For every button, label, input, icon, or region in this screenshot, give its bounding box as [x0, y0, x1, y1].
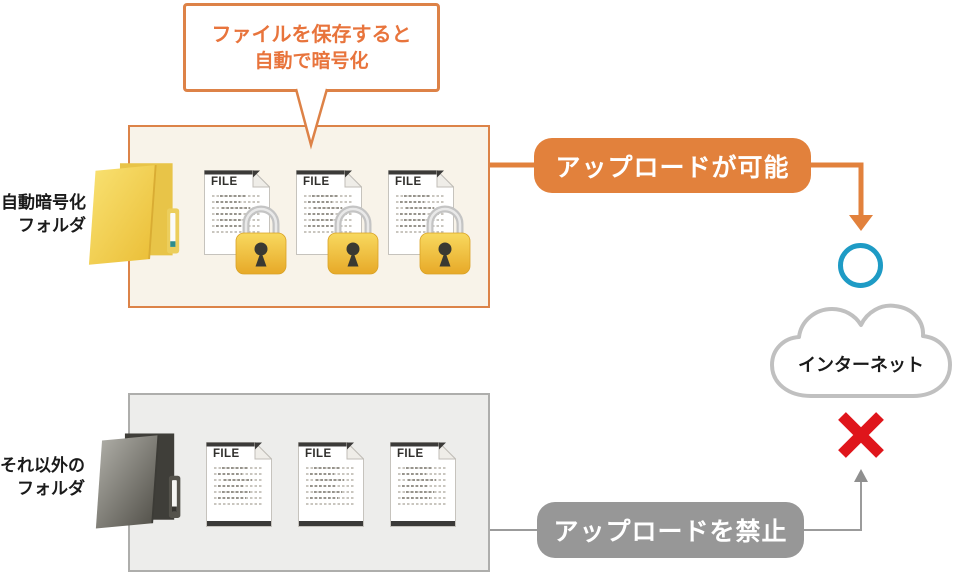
padlock-icon — [419, 197, 471, 277]
file-label: FILE — [397, 448, 424, 460]
encrypted-folder-label-line2: フォルダ — [18, 216, 86, 235]
callout-bubble: ファイルを保存すると 自動で暗号化 — [183, 3, 440, 92]
file-label: FILE — [305, 448, 332, 460]
internet-cloud: インターネット — [770, 303, 952, 398]
file-label: FILE — [395, 176, 422, 188]
locked-file-icon: FILE — [204, 170, 290, 282]
upload-blocked-label: アップロードを禁止 — [553, 518, 788, 546]
callout-line1: ファイルを保存すると — [211, 23, 412, 46]
padlock-icon — [327, 197, 379, 277]
file-label: FILE — [303, 176, 330, 188]
padlock-icon — [235, 197, 287, 277]
upload-blocked-banner: アップロードを禁止 — [537, 502, 804, 558]
plain-file-icon: FILE — [390, 442, 476, 554]
other-folder-label-line1: それ以外の — [0, 456, 85, 475]
locked-file-icon: FILE — [388, 170, 474, 282]
other-folder-label: それ以外の フォルダ — [0, 454, 85, 500]
plain-file-icon: FILE — [298, 442, 384, 554]
file-label: FILE — [211, 176, 238, 188]
callout-line2: 自動で暗号化 — [254, 50, 369, 72]
upload-allowed-circle-icon — [838, 243, 883, 288]
locked-file-icon: FILE — [296, 170, 382, 282]
yellow-folder-icon — [88, 163, 180, 265]
dark-folder-icon — [95, 433, 181, 529]
other-folder-label-line2: フォルダ — [17, 479, 85, 498]
upload-blocked-x-icon — [838, 412, 884, 458]
upload-allowed-banner: アップロードが可能 — [534, 138, 811, 193]
plain-file-icon: FILE — [206, 442, 292, 554]
file-label: FILE — [213, 448, 240, 460]
encrypted-folder-label-line1: 自動暗号化 — [1, 193, 86, 212]
encrypted-folder-label: 自動暗号化 フォルダ — [0, 191, 86, 237]
upload-allowed-label: アップロードが可能 — [555, 153, 790, 182]
internet-label: インターネット — [798, 355, 924, 375]
